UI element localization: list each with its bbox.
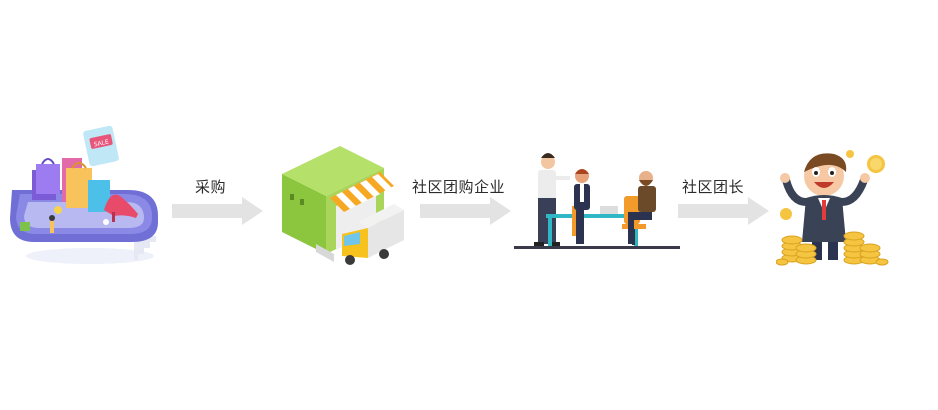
- happy-businessman-coins-icon: [776, 150, 889, 266]
- arrow-label-community-leader: 社区团长: [682, 178, 745, 196]
- warehouse-truck-icon: [282, 146, 404, 265]
- arrow-2: [420, 197, 511, 225]
- mobile-shopping-icon: SALE: [10, 125, 158, 264]
- arrow-label-enterprise: 社区团购企业: [412, 178, 506, 196]
- sale-sign-text: SALE: [93, 138, 109, 148]
- arrow-3: [678, 197, 769, 225]
- arrow-label-procurement: 采购: [195, 178, 227, 196]
- business-meeting-icon: [514, 153, 680, 249]
- arrow-1: [172, 197, 263, 225]
